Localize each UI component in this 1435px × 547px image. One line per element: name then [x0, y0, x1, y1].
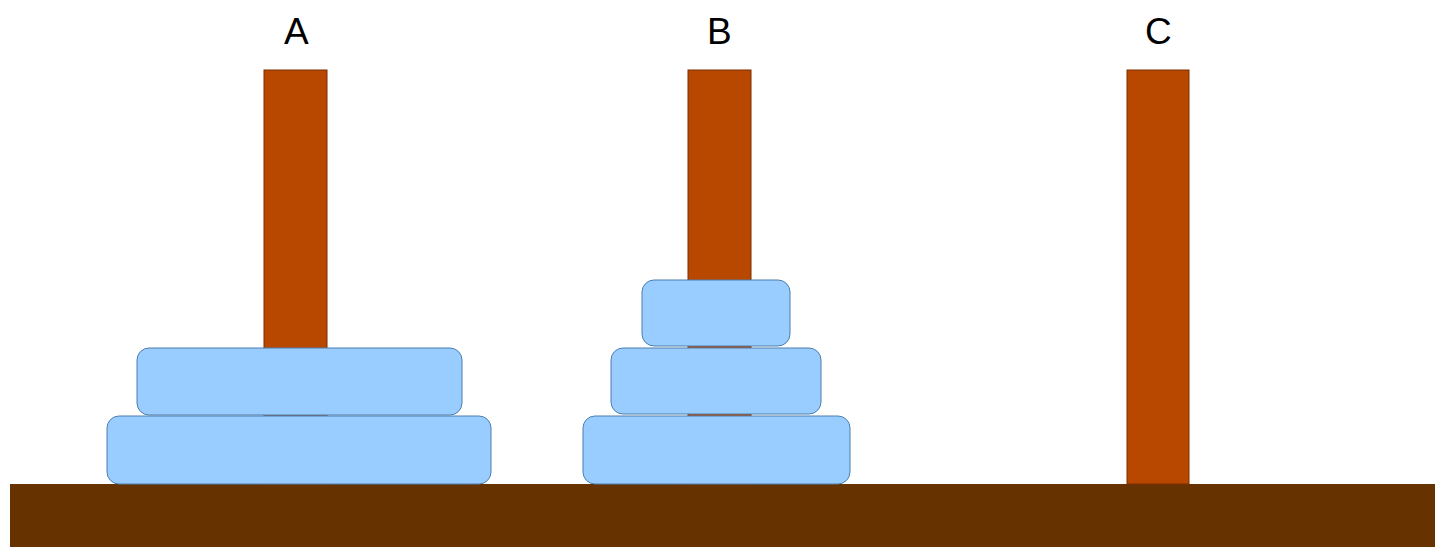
- peg: [1127, 70, 1189, 484]
- peg-label: A: [284, 13, 309, 50]
- disc: [611, 348, 821, 414]
- peg-label: B: [707, 13, 732, 50]
- disc: [137, 348, 462, 415]
- disc: [583, 416, 850, 484]
- disc: [107, 416, 491, 484]
- base-board: [10, 484, 1435, 547]
- disc: [642, 280, 790, 346]
- peg-label: C: [1145, 13, 1172, 50]
